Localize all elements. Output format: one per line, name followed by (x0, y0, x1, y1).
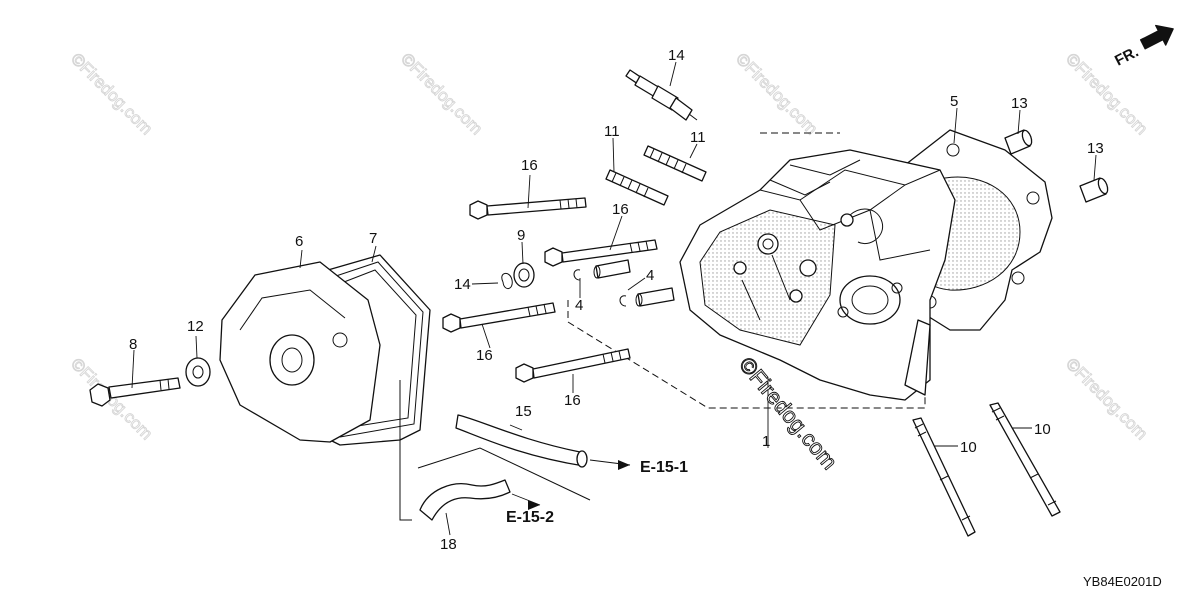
callout-16c: 16 (476, 347, 493, 364)
callout-11a: 11 (604, 123, 620, 140)
callout-16b: 16 (612, 201, 629, 218)
studs-11 (605, 145, 707, 206)
callout-4a: 4 (575, 297, 583, 314)
callout-5: 5 (950, 93, 958, 110)
callout-8: 9 (517, 227, 525, 244)
cover-bolt (89, 357, 211, 407)
spark-plug (625, 69, 698, 121)
callout-4b: 4 (646, 267, 654, 284)
callout-labels: 14 11 11 5 13 13 16 16 9 14 14 4 4 16 16… (129, 47, 1104, 553)
callout-16d: 16 (564, 392, 581, 409)
watermark: ©Firedog.com (397, 49, 486, 138)
flange-bolts (442, 197, 658, 383)
watermark: ©Firedog.com (1062, 49, 1151, 138)
watermark: ©Firedog.com (67, 49, 156, 138)
watermark: ©Firedog.com (1062, 354, 1151, 443)
callout-9: 8 (129, 336, 137, 353)
callout-12: 12 (187, 318, 204, 335)
dowel-pins (1004, 129, 1109, 203)
diagram-code: YB84E0201D (1083, 574, 1162, 589)
callout-14-label: 14 (454, 276, 471, 293)
assembly-outline (567, 132, 926, 409)
breather-tubes (399, 380, 591, 521)
callout-18: 18 (440, 536, 457, 553)
reference-e15-1[interactable]: E-15-1 (640, 459, 688, 476)
reference-arrows (528, 460, 630, 510)
callout-15: 15 (515, 403, 532, 420)
callout-10b: 10 (1034, 421, 1051, 438)
watermark: ©Firedog.com (732, 49, 821, 138)
arrow-right-icon (528, 500, 540, 510)
callout-10a: 10 (960, 439, 977, 456)
callout-1: 1 (762, 433, 770, 450)
callout-6: 6 (295, 233, 303, 250)
callout-13b: 13 (1087, 140, 1104, 157)
arrow-right-icon (618, 460, 630, 470)
cylinder-head (679, 149, 956, 401)
callout-17: 14 (668, 47, 685, 64)
callout-16a: 16 (521, 157, 538, 174)
front-direction-indicator: FR. (1112, 24, 1174, 70)
callout-7: 7 (369, 230, 377, 247)
head-cover-assembly (219, 254, 431, 446)
callout-13a: 13 (1011, 95, 1028, 112)
studs-10 (912, 402, 1061, 537)
reference-e15-2[interactable]: E-15-2 (506, 509, 554, 526)
small-parts (501, 259, 675, 307)
watermark: ©Firedog.com (67, 354, 156, 443)
front-arrow-icon (1139, 24, 1174, 50)
callout-11b: 11 (690, 129, 706, 146)
front-label: FR. (1112, 43, 1141, 69)
